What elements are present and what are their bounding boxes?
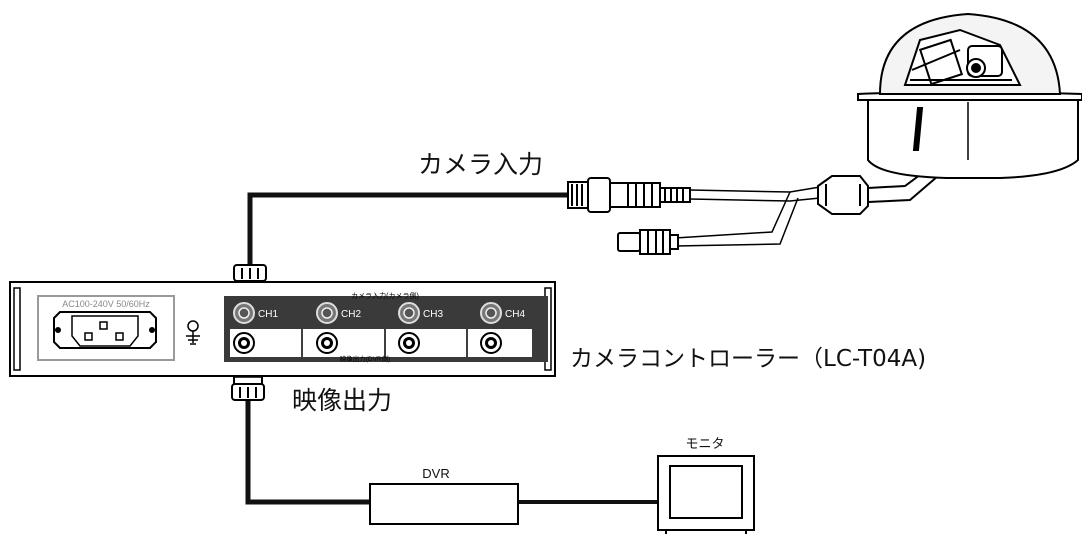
dvr-label: DVR bbox=[422, 466, 449, 481]
channel-1: CH1 bbox=[233, 302, 278, 354]
channel-2: CH2 bbox=[316, 302, 361, 354]
monitor: モニタ bbox=[657, 436, 755, 534]
channel-label: CH3 bbox=[423, 309, 443, 320]
camera-input-label: カメラ入力 bbox=[418, 150, 543, 179]
camera-controller: AC100-240V 50/60Hz カメラ入力(カメラ側) 映像出力(DVR側… bbox=[9, 281, 556, 377]
ground-icon bbox=[186, 320, 200, 345]
power-plug bbox=[617, 229, 679, 255]
channel-connectors: CH1 CH2 CH3 CH4 bbox=[233, 302, 525, 354]
camera-pigtail-cable bbox=[674, 186, 821, 247]
connector-block: カメラ入力(カメラ側) 映像出力(DVR側) CH1 CH2 CH3 CH4 bbox=[224, 291, 548, 363]
video-output-label: 映像出力 bbox=[292, 386, 392, 415]
camera-input-cable bbox=[247, 192, 568, 270]
camera-lens-assembly bbox=[903, 28, 1022, 86]
dvr-box: DVR bbox=[369, 466, 519, 525]
monitor-label: モニタ bbox=[685, 436, 724, 451]
cables bbox=[245, 192, 658, 505]
power-rating-label: AC100-240V 50/60Hz bbox=[62, 299, 150, 309]
camera-splitter bbox=[817, 159, 946, 215]
dvr-side-label: 映像出力(DVR側) bbox=[340, 354, 391, 363]
channel-label: CH1 bbox=[258, 309, 278, 320]
channel-4: CH4 bbox=[480, 302, 525, 354]
channel-label: CH4 bbox=[505, 309, 525, 320]
channel-label: CH2 bbox=[341, 309, 361, 320]
dome-camera bbox=[857, 12, 1082, 179]
camera-side-label: カメラ入力(カメラ側) bbox=[351, 291, 419, 300]
camera-bnc-connector bbox=[567, 177, 691, 213]
video-output-cable bbox=[245, 398, 370, 505]
power-inlet-area: AC100-240V 50/60Hz bbox=[37, 295, 175, 361]
controller-label: カメラコントローラー（LC-T04A) bbox=[570, 346, 926, 372]
channel-3: CH3 bbox=[398, 302, 443, 354]
